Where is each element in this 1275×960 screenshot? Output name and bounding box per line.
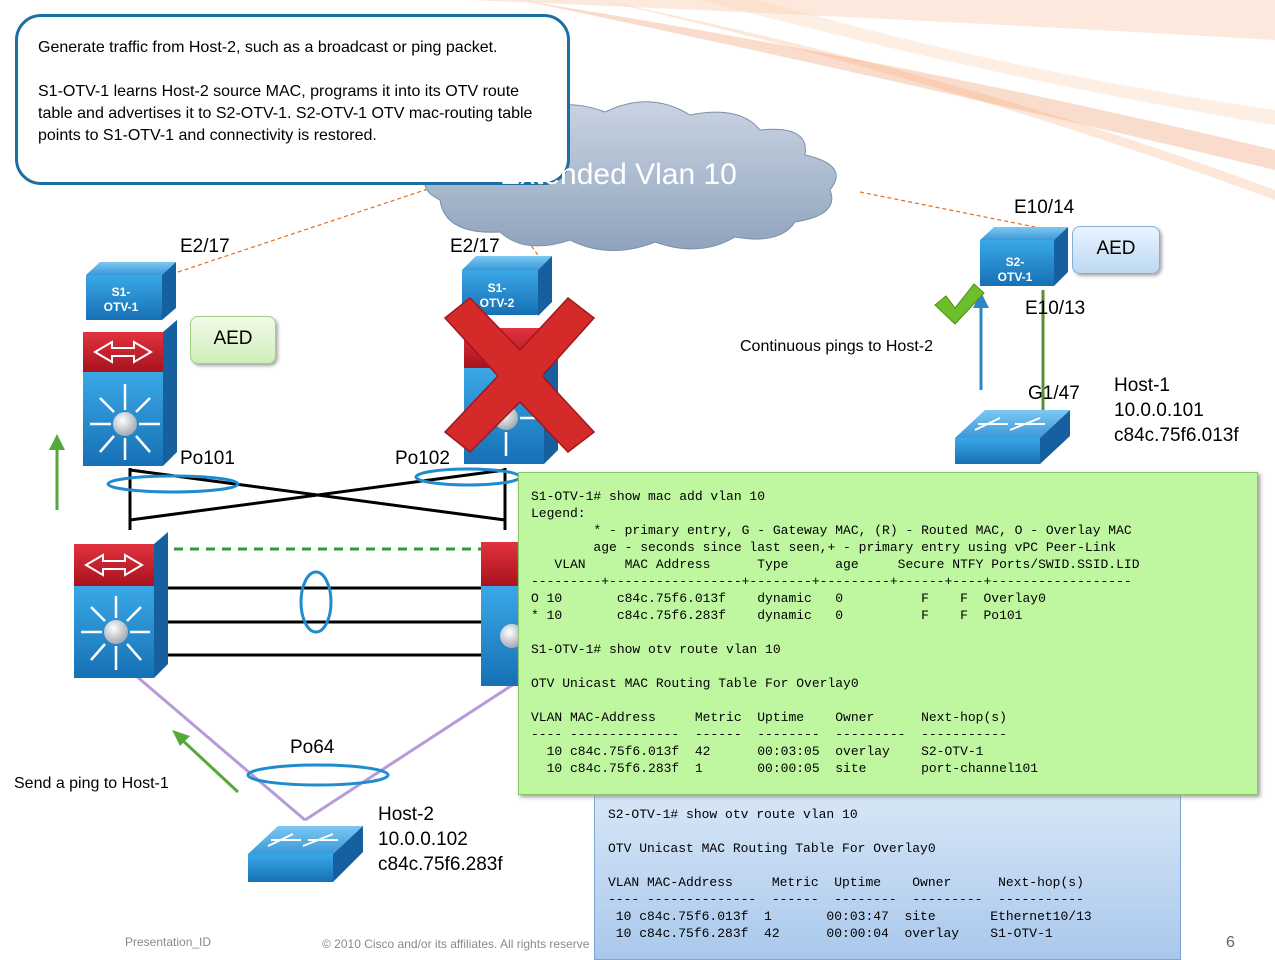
host1-info: Host-1 10.0.0.101 c84c.75f6.013f [1114,373,1239,448]
explanation-callout: Generate traffic from Host-2, such as a … [15,14,570,185]
access-switch-icon [248,826,363,882]
decorative-swoosh [470,0,1275,200]
continuous-pings-label: Continuous pings to Host-2 [740,338,933,355]
s1-otv1-router-icon [86,262,176,320]
s1-otv2-label: S1- OTV-2 [479,281,515,310]
port-channel-label: Po102 [395,448,450,469]
cloud-label: Extended Vlan 10 [500,158,737,191]
presentation-id: Presentation_ID [125,935,212,949]
send-ping-label: Send a ping to Host-1 [14,775,169,792]
s1-otv2-router-icon [462,256,552,316]
aed-badge: AED [1072,226,1160,274]
nexus-switch-icon [83,320,177,466]
links [128,290,1045,822]
host1-name: Host-1 [1114,375,1170,396]
interface-label: E2/17 [180,236,230,257]
host2-name: Host-2 [378,804,434,825]
host2-mac: c84c.75f6.283f [378,854,503,875]
up-arrow-icon [49,434,65,510]
check-mark-icon [934,283,985,325]
s1-otv1-cli-output: S1-OTV-1# show mac add vlan 10 Legend: *… [518,472,1258,795]
s2-otv1-router-icon [980,227,1068,286]
callout-line-1: Generate traffic from Host-2, such as a … [38,39,498,56]
s2-otv1-cli-output: S2-OTV-1# show otv route vlan 10 OTV Uni… [594,778,1181,960]
port-channel-label: Po101 [180,448,235,469]
diagonal-arrow-icon [172,730,240,794]
callout-line-2: S1-OTV-1 learns Host-2 source MAC, progr… [38,83,533,144]
blue-up-arrow-icon [973,292,989,390]
interface-label: E2/17 [450,236,500,257]
host1-ip: 10.0.0.101 [1114,400,1204,421]
s2-otv1-label: S2- OTV-1 [997,255,1033,284]
s1-otv1-label: S1- OTV-1 [103,285,139,314]
interface-label: E10/13 [1025,298,1086,319]
nexus-switch-icon [74,532,168,678]
host2-ip: 10.0.0.102 [378,829,468,850]
failure-x-icon [443,296,596,454]
host2-info: Host-2 10.0.0.102 c84c.75f6.283f [378,802,503,877]
interface-label: E10/14 [1014,197,1075,218]
port-channel-label: Po64 [290,737,335,758]
page-number: 6 [1226,934,1235,951]
aed-badge: AED [190,316,276,364]
host1-mac: c84c.75f6.013f [1114,425,1239,446]
access-switch-icon [955,410,1070,464]
copyright: © 2010 Cisco and/or its affiliates. All … [322,937,590,951]
interface-label: G1/47 [1028,383,1080,404]
